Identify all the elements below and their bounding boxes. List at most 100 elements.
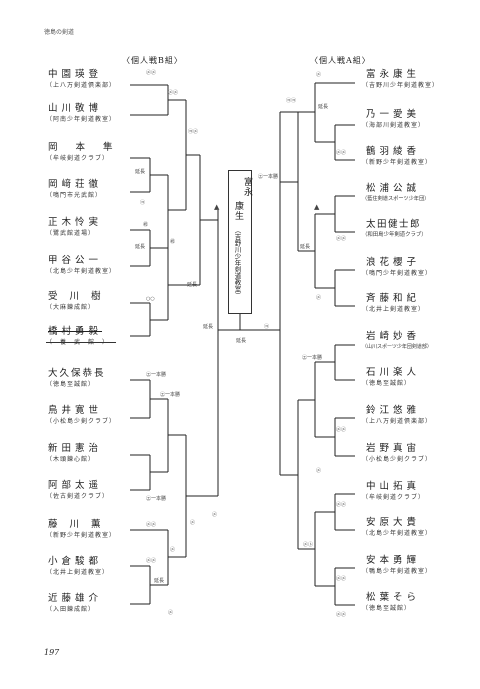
- entry-club: （小松島少剣クラブ）: [362, 456, 433, 463]
- score-mark: ㋓一本勝: [146, 496, 167, 502]
- score-mark: ㋱㋱: [336, 576, 347, 582]
- entry-name: 大久保恭長: [48, 368, 106, 379]
- entry-club: （上八万剣道倶楽部）: [362, 418, 433, 425]
- entry-name: 石川楽人: [366, 367, 421, 378]
- champion-name-bottom: 康生: [233, 201, 243, 221]
- score-mark: ㋱㋱: [336, 502, 347, 508]
- score-mark: ○○: [146, 296, 155, 302]
- score-mark: ㋱: [316, 295, 322, 301]
- entry-club: （牟岐剣道クラブ）: [362, 494, 426, 501]
- score-mark: ㋓一本勝: [302, 355, 323, 361]
- entry-club: （海部川剣道教室）: [362, 122, 426, 129]
- entry-name: 山川敬博: [48, 103, 103, 114]
- entry-name: 岡﨑荘徹: [48, 179, 103, 190]
- score-mark: ㋱: [170, 547, 176, 553]
- score-mark: ㊗: [143, 222, 149, 228]
- score-mark: ㋱㋱: [336, 236, 347, 242]
- score-mark: 延長: [203, 324, 214, 330]
- score-mark: ㋱: [316, 72, 322, 78]
- entry-club: （小松島少剣クラブ）: [46, 418, 117, 425]
- score-mark: ㋱㋱: [336, 612, 347, 618]
- entry-name: 岩野真宙: [366, 443, 421, 454]
- score-mark: 延長: [135, 244, 146, 250]
- entry-club: （徳島至誠館）: [362, 380, 412, 387]
- entry-club: （北島少年剣道教室）: [46, 268, 117, 275]
- entry-club: （佐古剣道クラブ）: [46, 493, 110, 500]
- score-mark: ㋱: [316, 468, 322, 474]
- score-mark: ㊗: [170, 239, 176, 245]
- entry-name: 安本勇輝: [366, 555, 421, 566]
- score-mark: ㋓一本勝: [160, 392, 181, 398]
- score-mark: ㋙: [140, 200, 146, 206]
- entry-club: （阿南少年剣道教室）: [46, 116, 117, 123]
- score-mark: 延長: [187, 282, 198, 288]
- entry-name: 中園瑛登: [48, 69, 103, 80]
- entry-name: 松浦公誠: [366, 183, 421, 194]
- section-title-right: 〈個人戦A組〉: [310, 56, 371, 65]
- score-mark: ㋱㋱: [146, 522, 157, 528]
- entry-name: 乃一愛美: [366, 109, 421, 120]
- entry-club: （鳴門市光武館）: [46, 192, 103, 199]
- entry-club: （入田錬成館）: [46, 606, 96, 613]
- entry-name: 藤川薫: [48, 519, 113, 530]
- entry-name: 岩崎妙香: [366, 331, 421, 342]
- entry-club: （養武館）: [46, 339, 117, 346]
- entry-name: 正木怜実: [48, 217, 103, 228]
- entry-club: （藍住剣道スポーツ少年団）: [362, 196, 430, 202]
- entry-name: 橋村勇毅: [48, 326, 103, 337]
- entry-name: 甲谷公一: [48, 255, 103, 266]
- score-mark: ㋙㋙: [286, 98, 297, 104]
- champion-name-top: 富永: [242, 177, 252, 197]
- entry-club: （和田島少年剣道クラブ）: [362, 232, 427, 238]
- score-mark: ㋙㋱: [188, 129, 199, 135]
- entry-club: （北島少年剣道教室）: [362, 530, 433, 537]
- score-mark: ㋱㋣: [303, 542, 314, 548]
- score-mark: ㋱㋱: [146, 558, 157, 564]
- entry-name: 安原大貴: [366, 517, 421, 528]
- entry-club: （北井上剣道教室）: [46, 569, 110, 576]
- score-mark: ㋱㋱: [146, 70, 157, 76]
- entry-name: 鳥井寛世: [48, 405, 103, 416]
- entry-name: 浪花櫻子: [366, 257, 421, 268]
- entry-name: 鈴江悠雅: [366, 405, 421, 416]
- score-mark: 延長: [300, 244, 311, 250]
- entry-club: （上八万剣道倶楽部）: [46, 82, 117, 89]
- champion-club: （吉野川少年剣道教室）: [233, 227, 241, 299]
- score-mark: ▲: [214, 203, 220, 211]
- entry-name: 受川樹: [48, 291, 113, 302]
- entry-name: 近藤雄介: [48, 593, 103, 604]
- entry-name: 阿部太遥: [48, 480, 103, 491]
- entry-name: 太田健士郎: [366, 219, 422, 230]
- score-mark: ㋱: [212, 512, 218, 518]
- score-mark: ㋱㋱: [336, 150, 347, 156]
- entry-club: （鷺武館道場）: [46, 230, 96, 237]
- entry-club: （徳島至誠館）: [362, 605, 412, 612]
- score-mark: ▲: [314, 203, 320, 211]
- score-mark: ㋓一本勝: [146, 372, 167, 378]
- score-mark: ㋓一本勝: [258, 174, 279, 180]
- entry-name: 新田憲治: [48, 443, 103, 454]
- entry-club: （牟岐剣道クラブ）: [46, 155, 110, 162]
- entry-club: （北井上剣道教室）: [362, 306, 426, 313]
- entry-club: （木頭錬心館）: [46, 456, 96, 463]
- score-mark: 延長: [154, 578, 165, 584]
- entry-name: 岡本隼: [48, 142, 131, 153]
- score-mark: ㋱㋱: [168, 90, 179, 96]
- score-mark: 延長: [135, 169, 146, 175]
- entry-club: （新野少年剣道教室）: [362, 159, 433, 166]
- running-title: 徳島の剣道: [44, 29, 75, 36]
- entry-club: （徳島至誠館）: [46, 381, 96, 388]
- entry-name: 鶴羽綾香: [366, 146, 421, 157]
- entry-name: 中山拓真: [366, 481, 421, 492]
- entry-club: （新野少年剣道教室）: [46, 532, 117, 539]
- champion-box: 富永 康生 （吉野川少年剣道教室）: [228, 170, 252, 314]
- score-mark: ㋱㋱: [336, 427, 347, 433]
- score-mark: 延長: [318, 104, 329, 110]
- entry-club: （鳴門少年剣道教室）: [362, 270, 433, 277]
- entry-name: 小倉駿都: [48, 556, 103, 567]
- score-mark: ㋙: [264, 324, 270, 330]
- score-mark: ㋱: [190, 520, 196, 526]
- score-mark: 延長: [236, 338, 247, 344]
- score-mark: ㋱: [168, 610, 174, 616]
